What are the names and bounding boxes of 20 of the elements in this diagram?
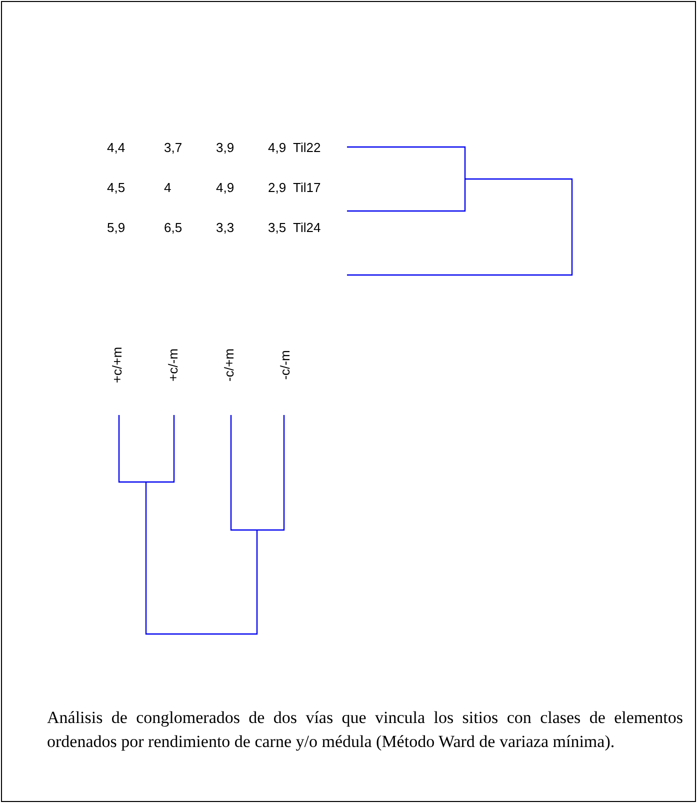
column-label: +c/-m bbox=[166, 348, 180, 382]
table-value: 4,4 bbox=[107, 140, 126, 155]
row-label: Til17 bbox=[293, 180, 321, 195]
row-label: Til22 bbox=[293, 140, 321, 155]
table-value: 5,9 bbox=[107, 220, 126, 235]
table-value: 3,9 bbox=[216, 140, 234, 155]
table-value: 2,9 bbox=[268, 180, 286, 195]
column-label: +c/+m bbox=[110, 346, 124, 384]
table-value: 4,5 bbox=[107, 180, 126, 195]
table-value: 3,5 bbox=[268, 220, 286, 235]
caption: Análisis de conglomerados de dos vías que vincula los sitios con clases de elementos ordenados por rendimiento de carne y/o médula (Método Ward de variaza mínima). bbox=[47, 707, 683, 753]
table-value: 4,9 bbox=[268, 140, 286, 155]
table-value: 4,9 bbox=[216, 180, 234, 195]
table-value: 3,3 bbox=[216, 220, 234, 235]
column-label: -c/+m bbox=[222, 348, 236, 382]
table-value: 3,7 bbox=[164, 140, 182, 155]
row-label: Til24 bbox=[293, 220, 321, 235]
table-value: 4 bbox=[164, 180, 172, 195]
column-label: -c/-m bbox=[278, 350, 292, 380]
table-value: 6,5 bbox=[164, 220, 182, 235]
